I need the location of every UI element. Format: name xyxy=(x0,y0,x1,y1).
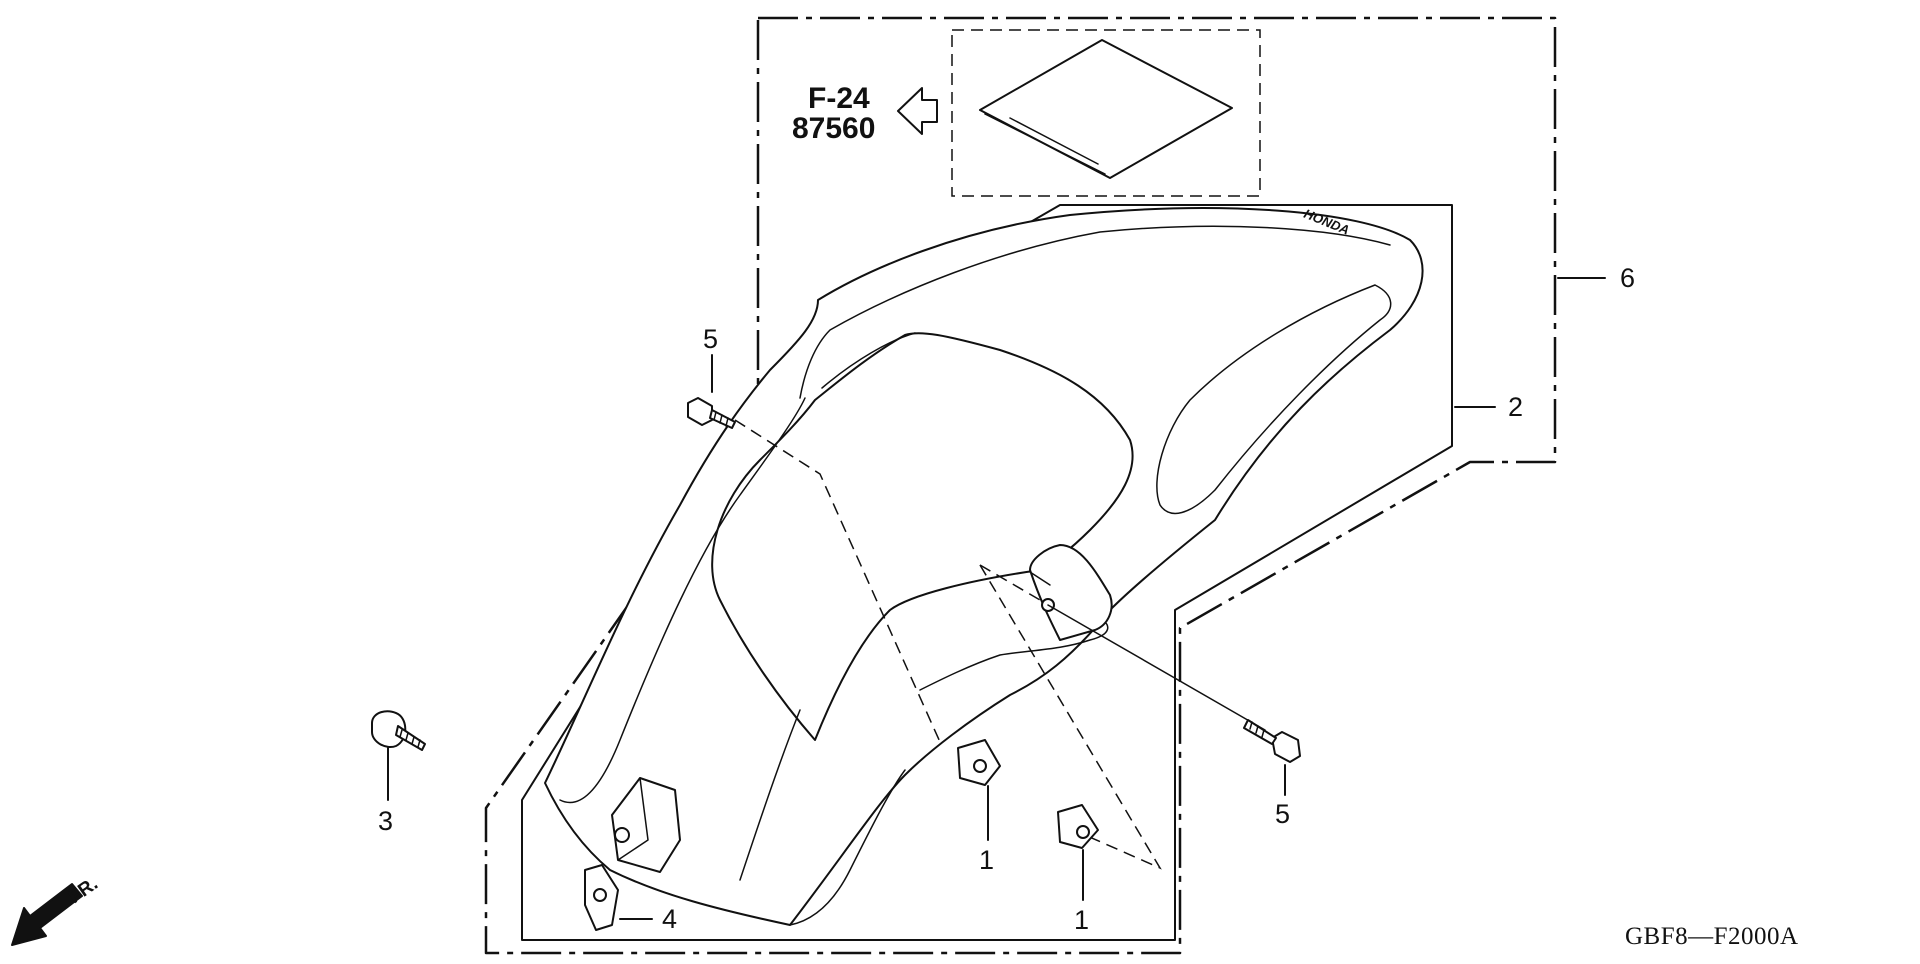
nut-center xyxy=(957,739,1001,786)
reference-arrow-icon xyxy=(897,87,938,135)
drawing-code: GBF8—F2000A xyxy=(1625,923,1799,950)
assembly-boundary-6 xyxy=(484,16,1557,955)
callout-1-center: 1 xyxy=(979,845,994,875)
front-direction-arrow-icon xyxy=(11,883,83,946)
callout-6: 6 xyxy=(1620,263,1635,293)
callout-3: 3 xyxy=(378,806,393,836)
emblem-boundary xyxy=(951,29,1261,197)
bolt-right xyxy=(1243,719,1301,763)
callout-5-right: 5 xyxy=(1275,799,1290,829)
callout-1-right: 1 xyxy=(1074,905,1089,935)
callout-2: 2 xyxy=(1508,392,1523,422)
nut-right xyxy=(1057,804,1099,849)
callout-5-upper: 5 xyxy=(703,324,718,354)
bolt-item-3 xyxy=(371,710,426,751)
guide-line-bolt-right xyxy=(1047,604,1266,731)
guide-line-nut-right xyxy=(979,564,1162,870)
reference-page: F-24 xyxy=(808,82,870,115)
emblem-decal xyxy=(979,39,1233,179)
clip-item-4 xyxy=(584,864,619,931)
rear-fender: HONDA xyxy=(544,206,1424,926)
guide-line-bolt-upper xyxy=(734,419,941,743)
reference-part-no: 87560 xyxy=(792,112,875,145)
callout-4: 4 xyxy=(662,904,677,934)
guide-line-tab xyxy=(979,564,1041,601)
bolt-upper xyxy=(687,397,736,429)
